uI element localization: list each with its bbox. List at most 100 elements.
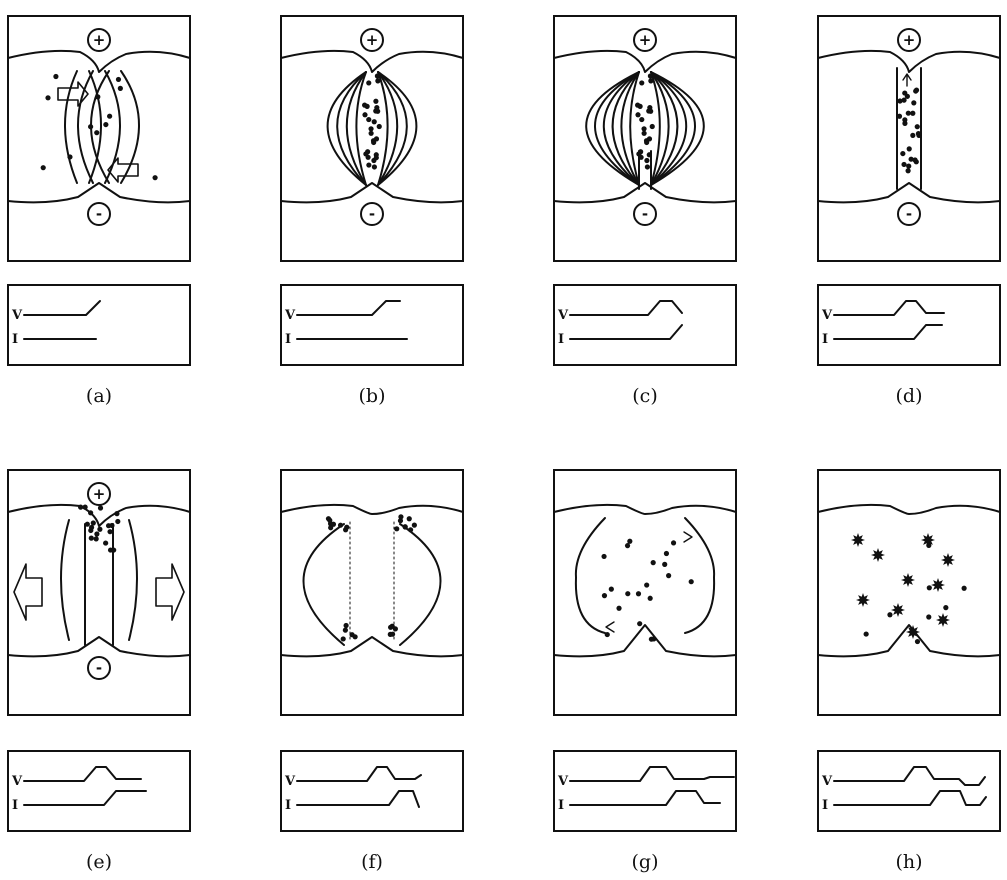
particle: [368, 126, 373, 131]
particle: [635, 103, 640, 108]
particle: [118, 86, 123, 91]
burst-particle: [856, 593, 870, 607]
panel-g: VI(g): [554, 470, 736, 873]
cathode-symbol: -: [642, 205, 648, 223]
particle: [89, 525, 94, 530]
particle: [116, 77, 121, 82]
particle: [609, 587, 614, 592]
particle: [627, 539, 632, 544]
panel-e: +-VI(e): [8, 470, 190, 873]
scope-frame: [8, 751, 190, 831]
particle: [616, 606, 621, 611]
particle: [363, 151, 368, 156]
current-label: I: [285, 798, 291, 813]
particle: [88, 510, 93, 515]
scope-frame: [281, 285, 463, 365]
particle: [362, 103, 367, 108]
particle: [394, 526, 399, 531]
cathode-symbol: -: [96, 659, 102, 677]
particle: [83, 505, 88, 510]
particle: [635, 112, 640, 117]
particle: [664, 551, 669, 556]
voltage-label: V: [821, 308, 833, 323]
particle: [651, 560, 656, 565]
particle: [648, 73, 653, 78]
particle: [625, 591, 630, 596]
particle: [338, 523, 343, 528]
particle: [644, 582, 649, 587]
particle: [103, 122, 108, 127]
particle: [407, 516, 412, 521]
panel-caption: (c): [632, 385, 657, 407]
panel-caption: (d): [896, 385, 923, 407]
particle: [115, 519, 120, 524]
particle: [605, 632, 610, 637]
particle: [906, 164, 911, 169]
particle: [644, 140, 649, 145]
panel-caption: (g): [632, 851, 659, 873]
particle: [362, 112, 367, 117]
particle: [914, 88, 919, 93]
particle: [639, 117, 644, 122]
particle: [152, 175, 157, 180]
particle: [375, 73, 380, 78]
particle: [645, 164, 650, 169]
panel-c: +-VI(c): [554, 16, 736, 407]
particle: [943, 605, 948, 610]
cathode-symbol: -: [906, 205, 912, 223]
particle: [901, 162, 906, 167]
voltage-label: V: [557, 774, 569, 789]
particle: [910, 111, 915, 116]
particle: [601, 554, 606, 559]
particle: [94, 531, 99, 536]
particle: [88, 124, 93, 129]
particle: [366, 117, 371, 122]
particle: [108, 547, 113, 552]
particle: [905, 94, 910, 99]
particle: [897, 114, 902, 119]
scope-frame: [281, 751, 463, 831]
particle: [344, 525, 349, 530]
scope-frame: [554, 751, 736, 831]
particle: [349, 632, 354, 637]
particle: [107, 529, 112, 534]
voltage-label: V: [284, 308, 296, 323]
particle: [625, 543, 630, 548]
particle: [906, 111, 911, 116]
particle: [910, 133, 915, 138]
particle: [94, 130, 99, 135]
particle: [926, 614, 931, 619]
particle: [327, 518, 332, 523]
panel-caption: (a): [86, 385, 112, 407]
burst-particle: [901, 573, 915, 587]
particle: [408, 527, 413, 532]
particle: [927, 585, 932, 590]
particle: [902, 117, 907, 122]
panel-f: VI(f): [281, 470, 463, 873]
particle: [97, 527, 102, 532]
particle: [377, 124, 382, 129]
particle: [372, 164, 377, 169]
particle: [343, 628, 348, 633]
burst-particle: [931, 578, 945, 592]
particle: [887, 612, 892, 617]
panel-a: +-VI(a): [8, 16, 190, 407]
particle: [602, 593, 607, 598]
scope-frame: [818, 285, 1000, 365]
particle: [412, 523, 417, 528]
anode-symbol: +: [366, 31, 379, 49]
particle: [85, 522, 90, 527]
particle: [344, 623, 349, 628]
particle: [403, 524, 408, 529]
particle: [864, 631, 869, 636]
particle: [372, 119, 377, 124]
panel-caption: (b): [359, 385, 386, 407]
panel-caption: (f): [361, 851, 383, 873]
particle: [107, 114, 112, 119]
burst-particle: [891, 603, 905, 617]
particle: [89, 536, 94, 541]
particle: [900, 151, 905, 156]
current-label: I: [822, 798, 828, 813]
cathode-symbol: -: [96, 205, 102, 223]
current-label: I: [822, 332, 828, 347]
